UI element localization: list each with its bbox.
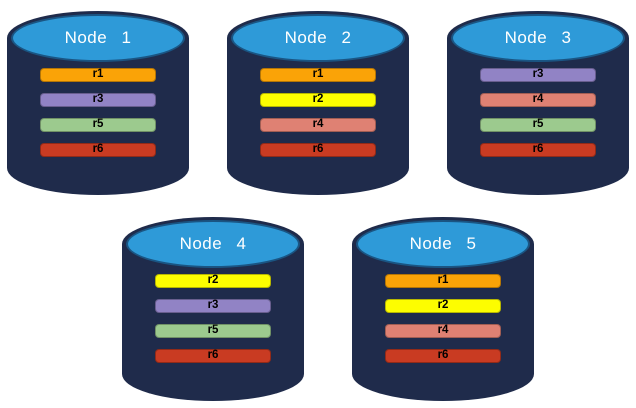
replica-label: r5 <box>532 118 544 131</box>
replica-label: r2 <box>207 274 219 287</box>
replica-bar: r4 <box>480 93 596 107</box>
cylinder-top: Node 2 <box>231 14 405 62</box>
replica-bar: r3 <box>155 299 271 313</box>
replica-list: r1 r2 r4 r6 <box>260 68 376 157</box>
node-title: Node 1 <box>64 28 132 47</box>
replica-label: r3 <box>207 299 219 312</box>
node-1: Node 1 r1 r3 r5 r6 <box>7 8 189 196</box>
replica-bar: r1 <box>40 68 156 82</box>
replica-bar: r4 <box>260 118 376 132</box>
replica-list: r3 r4 r5 r6 <box>480 68 596 157</box>
replica-label: r6 <box>532 143 544 156</box>
node-title: Node 3 <box>504 28 572 47</box>
replica-bar: r4 <box>385 324 501 338</box>
replica-bar: r6 <box>480 143 596 157</box>
replica-bar: r2 <box>155 274 271 288</box>
replica-label: r5 <box>207 324 219 337</box>
replica-label: r1 <box>312 68 324 81</box>
replica-label: r3 <box>92 93 104 106</box>
replica-bar: r1 <box>385 274 501 288</box>
replica-label: r1 <box>92 68 104 81</box>
replica-bar: r3 <box>480 68 596 82</box>
node-title: Node 2 <box>284 28 352 47</box>
replica-bar: r2 <box>260 93 376 107</box>
replica-label: r6 <box>437 349 449 362</box>
replica-label: r4 <box>532 93 544 106</box>
replica-label: r6 <box>312 143 324 156</box>
replica-list: r1 r2 r4 r6 <box>385 274 501 363</box>
replica-bar: r5 <box>480 118 596 132</box>
node-2: Node 2 r1 r2 r4 r6 <box>227 8 409 196</box>
replica-label: r6 <box>92 143 104 156</box>
replica-label: r2 <box>312 93 324 106</box>
cylinder-top: Node 5 <box>356 220 530 268</box>
replica-bar: r2 <box>385 299 501 313</box>
node-title: Node 5 <box>409 234 477 253</box>
replica-bar: r3 <box>40 93 156 107</box>
node-4: Node 4 r2 r3 r5 r6 <box>122 214 304 402</box>
replica-label: r4 <box>312 118 324 131</box>
replica-bar: r5 <box>40 118 156 132</box>
node-5: Node 5 r1 r2 r4 r6 <box>352 214 534 402</box>
replica-label: r1 <box>437 274 449 287</box>
replica-label: r3 <box>532 68 544 81</box>
cylinder-top: Node 4 <box>126 220 300 268</box>
replica-list: r1 r3 r5 r6 <box>40 68 156 157</box>
cylinder-top: Node 1 <box>11 14 185 62</box>
replica-label: r5 <box>92 118 104 131</box>
cylinder-top: Node 3 <box>451 14 625 62</box>
replica-label: r4 <box>437 324 449 337</box>
replica-bar: r5 <box>155 324 271 338</box>
replica-bar: r6 <box>260 143 376 157</box>
node-title: Node 4 <box>179 234 247 253</box>
replica-bar: r1 <box>260 68 376 82</box>
node-3: Node 3 r3 r4 r5 r6 <box>447 8 629 196</box>
replica-label: r2 <box>437 299 449 312</box>
replica-bar: r6 <box>40 143 156 157</box>
replica-label: r6 <box>207 349 219 362</box>
replica-bar: r6 <box>385 349 501 363</box>
replica-list: r2 r3 r5 r6 <box>155 274 271 363</box>
replica-bar: r6 <box>155 349 271 363</box>
